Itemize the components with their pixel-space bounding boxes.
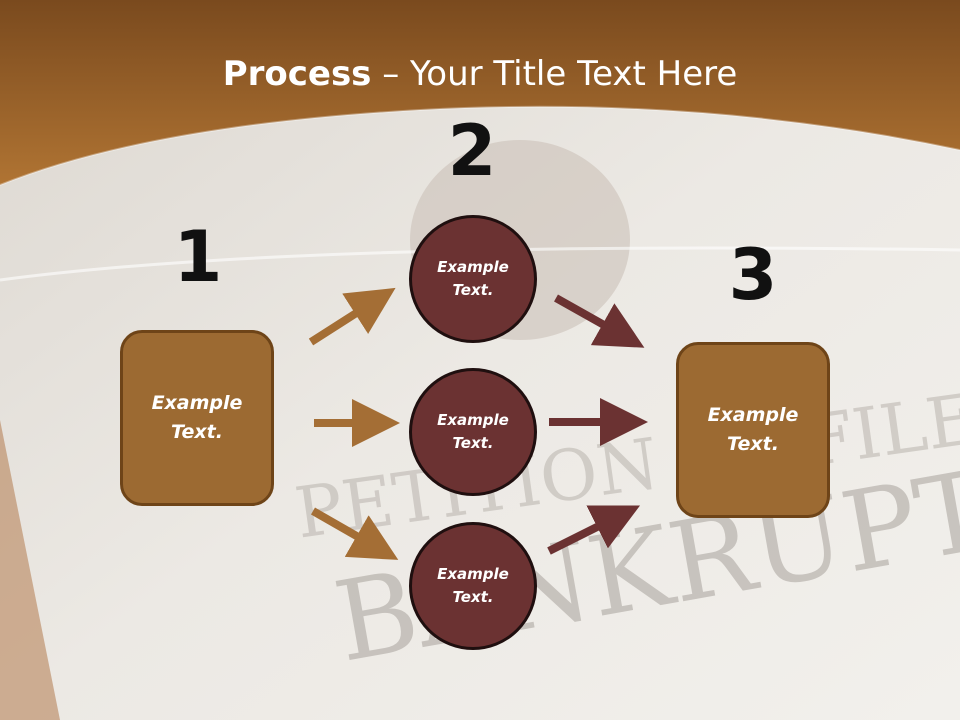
circle-top-line-1: Example bbox=[437, 258, 509, 276]
process-circle-middle[interactable]: Example Text. bbox=[409, 368, 537, 496]
circle-top-line-2: Text. bbox=[452, 281, 494, 299]
process-circle-bottom[interactable]: Example Text. bbox=[409, 522, 537, 650]
slide-title: Process – Your Title Text Here bbox=[0, 52, 960, 96]
process-circle-top[interactable]: Example Text. bbox=[409, 215, 537, 343]
arrow-left-to-bottom bbox=[311, 507, 399, 560]
circle-bottom-line-2: Text. bbox=[452, 588, 494, 606]
step-number-3: 3 bbox=[728, 234, 778, 316]
left-box-line-2: Text. bbox=[171, 421, 223, 443]
circle-bottom-line-1: Example bbox=[437, 565, 509, 583]
arrow-bottom-to-right bbox=[547, 505, 641, 555]
circle-middle-line-1: Example bbox=[437, 411, 509, 429]
right-box-line-2: Text. bbox=[727, 433, 779, 455]
circle-middle-line-2: Text. bbox=[452, 434, 494, 452]
arrow-left-to-top bbox=[308, 287, 396, 346]
step-number-2: 2 bbox=[447, 110, 497, 192]
title-bold: Process bbox=[222, 54, 372, 94]
left-process-box[interactable]: Example Text. bbox=[120, 330, 274, 506]
step-number-1: 1 bbox=[173, 216, 223, 298]
left-box-line-1: Example bbox=[151, 392, 243, 414]
title-rest: – Your Title Text Here bbox=[371, 54, 738, 94]
arrow-top-to-right bbox=[554, 294, 645, 348]
right-process-box[interactable]: Example Text. bbox=[676, 342, 830, 518]
right-box-line-1: Example bbox=[707, 404, 799, 426]
